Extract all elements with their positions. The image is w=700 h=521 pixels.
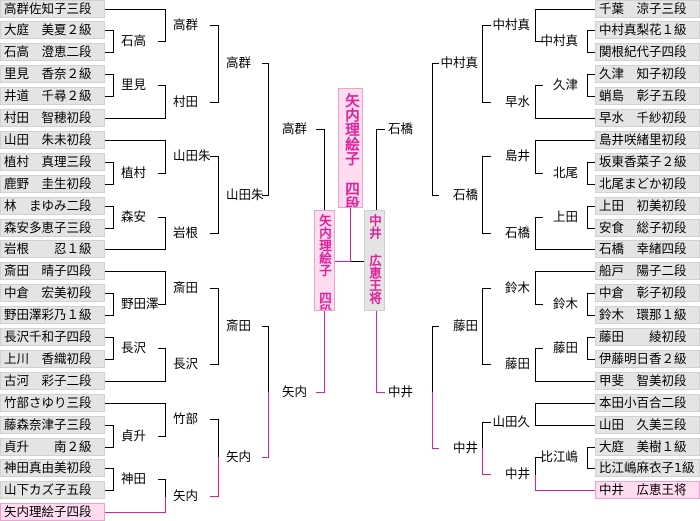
round2-winner-label: 山田朱: [173, 148, 211, 164]
round1-winner-label: 里見: [121, 77, 147, 93]
player-box: 本田小百合二段: [595, 393, 700, 412]
round2-winner-label: 竹部: [173, 411, 199, 427]
player-box: 大庭 美樹１級: [595, 437, 700, 456]
player-box: 島井咲緒里初段: [595, 130, 700, 149]
round2-winner-label: 村田: [173, 93, 199, 109]
round1-winner-label: 中村真: [540, 33, 578, 49]
player-box: 伊藤明日香２級: [595, 349, 700, 368]
player-box: 甲斐 智美初段: [595, 371, 700, 390]
round2-winner-label: 中村真: [492, 16, 530, 32]
player-box: 鈴木 環那１級: [595, 306, 700, 325]
player-box: 古河 彩子二段: [0, 371, 105, 390]
player-box: 植村 真理三段: [0, 152, 105, 171]
round3-winner-label: 矢内: [226, 449, 252, 465]
player-box-finalist: 中井 広恵王将: [595, 481, 700, 500]
round3-winner-label: 山田朱: [226, 186, 264, 202]
player-box: 藤森奈津子三段: [0, 415, 105, 434]
finalist-left-box: 矢内理絵子 四段: [314, 210, 335, 311]
player-box: 里見 香奈２級: [0, 65, 105, 84]
round1-winner-label: 比江嶋: [540, 449, 578, 465]
round2-winner-label: 高群: [173, 16, 199, 32]
player-box: 井道 千尋２級: [0, 87, 105, 106]
player-box: 藤田 綾初段: [595, 328, 700, 346]
round1-winner-label: 上田: [552, 208, 578, 224]
player-box: 山田 朱未初段: [0, 130, 105, 149]
round1-winner-label: 北尾: [552, 164, 578, 180]
round2-winner-label: 島井: [504, 148, 530, 164]
round3-winner-label: 石橋: [452, 186, 478, 202]
player-box: 石橋 幸緒四段: [595, 240, 700, 259]
round3-winner-label: 中村真: [440, 55, 478, 71]
finalist-right-name: 中井 広恵王将: [367, 214, 382, 304]
round2-winner-label: 山田久: [492, 413, 530, 429]
semifinal-winner-label: 中井: [387, 383, 413, 399]
round1-winner-label: 藤田: [552, 339, 578, 355]
round1-winner-label: 神田: [121, 471, 147, 487]
player-box: 船戸 陽子二段: [595, 262, 700, 281]
player-box: 野田澤彩乃１級: [0, 306, 105, 325]
round1-winner-label: 森安: [121, 208, 147, 224]
player-box: 千葉 涼子三段: [595, 0, 700, 18]
player-box: 山下カズ子五段: [0, 481, 105, 500]
player-box-finalist: 矢内理絵子四段: [0, 503, 105, 521]
champion-box: 矢内理絵子 四段: [338, 88, 363, 208]
player-box: 早水 千紗初段: [595, 109, 700, 127]
round2-winner-label: 藤田: [504, 356, 530, 372]
player-box: 安食 総子初段: [595, 218, 700, 237]
player-box: 神田真由美初段: [0, 459, 105, 478]
player-box: 斎田 晴子四段: [0, 262, 105, 281]
finalist-left-name: 矢内理絵子 四段: [317, 214, 332, 311]
round2-winner-label: 鈴木: [504, 279, 530, 295]
player-box: 坂東香菜子２級: [595, 152, 700, 171]
round1-winner-label: 野田澤: [121, 296, 159, 312]
player-box: 関根紀代子四段: [595, 43, 700, 62]
round2-winner-label: 斎田: [173, 279, 199, 295]
round2-winner-label: 中井: [504, 465, 530, 481]
player-box: 山田 久美三段: [595, 415, 700, 434]
round1-winner-label: 貞升: [121, 427, 147, 443]
round1-winner-label: 長沢: [121, 339, 147, 355]
player-box: 林 まゆみ二段: [0, 196, 105, 215]
round2-winner-label: 早水: [504, 93, 530, 109]
round2-winner-label: 石橋: [504, 224, 530, 240]
semifinal-winner-label: 高群: [282, 120, 308, 136]
player-box: 岩根 忍１級: [0, 240, 105, 259]
player-box: 村田 智穂初段: [0, 109, 105, 127]
player-box: 石高 澄恵二段: [0, 43, 105, 62]
round3-winner-label: 高群: [226, 55, 252, 71]
round2-winner-label: 矢内: [173, 487, 199, 503]
player-box: 上川 香織初段: [0, 349, 105, 368]
round1-winner-label: 植村: [121, 164, 147, 180]
round3-winner-label: 藤田: [452, 318, 478, 334]
semifinal-winner-label: 石橋: [387, 120, 413, 136]
semifinal-winner-label: 矢内: [282, 383, 308, 399]
player-box: 貞升 南２級: [0, 437, 105, 456]
player-box: 大庭 美夏２級: [0, 21, 105, 40]
champion-name: 矢内理絵子 四段: [343, 93, 359, 208]
player-box: 森安多恵子三段: [0, 218, 105, 237]
player-box: 比江嶋麻衣子1級: [595, 459, 700, 478]
finalist-right-box: 中井 広恵王将: [364, 210, 385, 311]
player-box: 中倉 宏美初段: [0, 284, 105, 303]
round3-winner-label: 中井: [452, 439, 478, 455]
round3-winner-label: 斎田: [226, 318, 252, 334]
player-box: 北尾まどか初段: [595, 174, 700, 193]
player-box: 竹部さゆり三段: [0, 393, 105, 412]
round1-winner-label: 鈴木: [552, 296, 578, 312]
player-box: 蛸島 彰子五段: [595, 87, 700, 106]
player-box: 久津 知子初段: [595, 65, 700, 84]
player-box: 中倉 彰子初段: [595, 284, 700, 303]
player-box: 高群佐知子三段: [0, 0, 105, 18]
player-box: 鹿野 圭生初段: [0, 174, 105, 193]
player-box: 長沢千和子四段: [0, 328, 105, 346]
player-box: 中村真梨花１級: [595, 21, 700, 40]
round1-winner-label: 久津: [552, 77, 578, 93]
round1-winner-label: 石高: [121, 33, 147, 49]
round2-winner-label: 岩根: [173, 224, 199, 240]
player-box: 上田 初美初段: [595, 196, 700, 215]
round2-winner-label: 長沢: [173, 356, 199, 372]
